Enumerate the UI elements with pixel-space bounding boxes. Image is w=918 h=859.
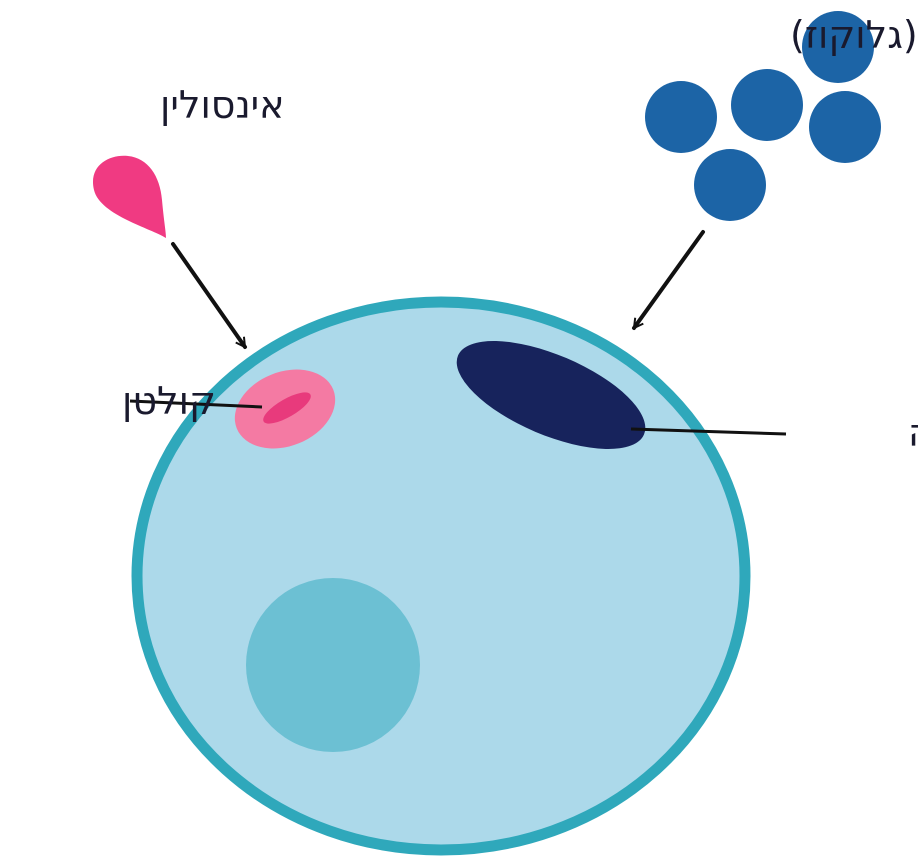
cell-nucleus: [246, 578, 420, 752]
insulin-label: אינסולין: [160, 83, 285, 127]
glucose-molecule: [731, 69, 803, 141]
insulin-icon: [93, 156, 166, 238]
glucose-arrow: [634, 232, 703, 328]
receptor-label: קולטן: [122, 379, 216, 423]
glucose-molecule: [809, 91, 881, 163]
insulin-arrow: [173, 244, 245, 347]
cell-membrane: [137, 302, 745, 850]
sugar-label: סוכר (גלוקוז): [790, 13, 918, 57]
channel-label: תעלה: [908, 411, 918, 455]
glucose-molecule: [694, 149, 766, 221]
glucose-molecule: [645, 81, 717, 153]
